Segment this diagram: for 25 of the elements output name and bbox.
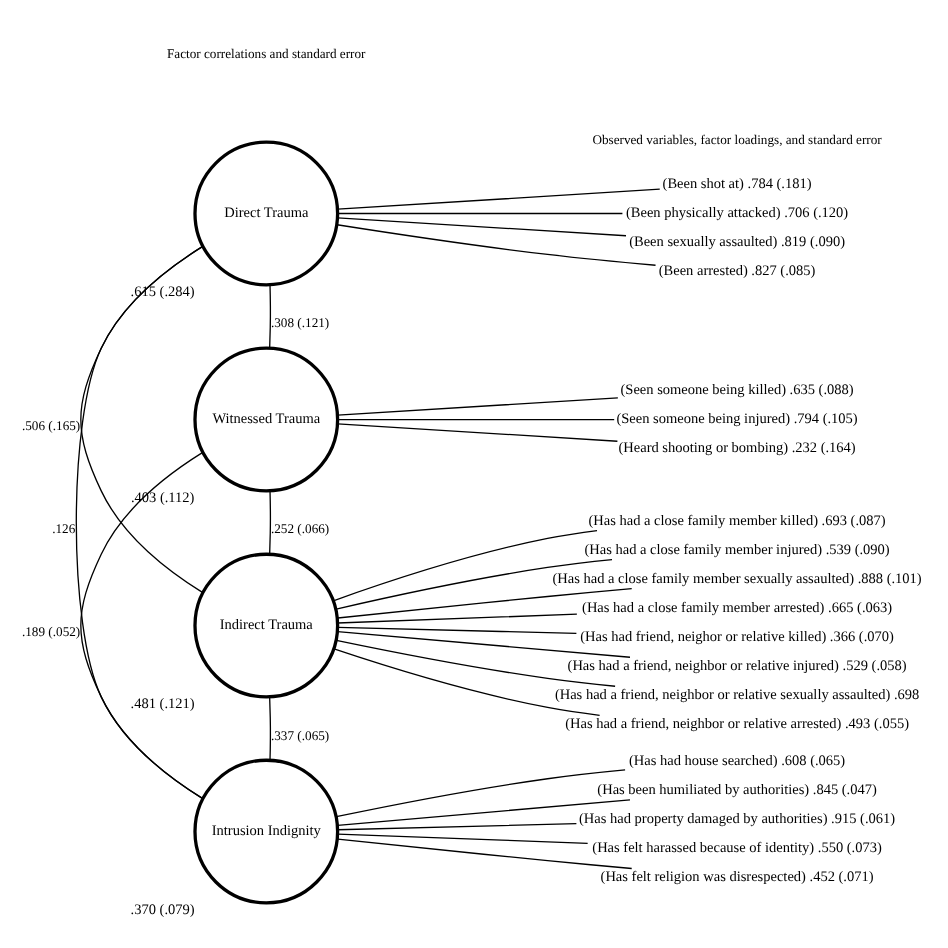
connector [269, 489, 272, 554]
connector [337, 586, 633, 618]
connector [337, 417, 615, 420]
connector [269, 283, 272, 348]
connector [335, 638, 616, 686]
connector [80, 450, 204, 799]
connector [337, 832, 589, 843]
connector [337, 211, 624, 214]
connector [337, 187, 661, 209]
connector [75, 244, 204, 799]
connector [337, 630, 631, 657]
connector [337, 798, 631, 826]
connector [337, 216, 627, 236]
connector [337, 625, 578, 634]
connector [333, 647, 601, 715]
connector [337, 837, 633, 869]
connector [336, 223, 657, 265]
connector [337, 422, 619, 441]
connector [337, 612, 578, 623]
connector [335, 557, 613, 609]
connector [337, 822, 578, 830]
connector [335, 768, 626, 817]
connector [337, 396, 619, 415]
connector [269, 695, 272, 760]
connector [332, 528, 598, 601]
